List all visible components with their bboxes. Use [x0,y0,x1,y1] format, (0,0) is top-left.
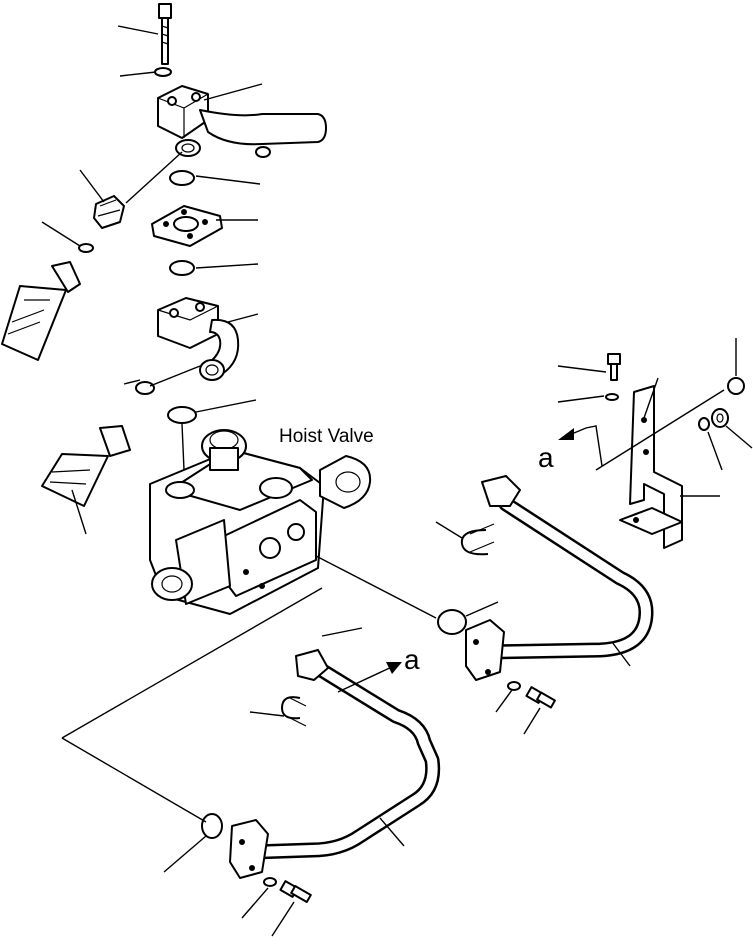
bracket-washer [605,393,619,401]
bracket-nut-washer [698,377,745,431]
upper-pipe [465,475,654,681]
leader-lines [41,25,753,937]
assembly-lines [61,151,437,823]
hoist-valve-body [149,429,372,615]
lower-u-clamp [281,696,307,727]
flange-plate [151,205,223,247]
flange-o-ring-upper [437,609,467,635]
upper-elbow-fitting [157,85,327,158]
lower-pipe [229,649,441,879]
reference-label-lower: a [404,644,420,675]
top-washer [154,67,172,77]
flange-o-ring-lower [201,813,223,839]
lower-reference-arrow [337,662,402,693]
lower-pipe-washer [263,877,277,887]
lower-hose-end [41,425,131,507]
upper-reference-arrow [558,425,603,467]
upper-pipe-bolt [525,686,556,709]
o-ring-4 [167,406,197,424]
o-ring-3 [135,381,155,395]
bracket-axis-line [595,389,725,471]
upper-pipe-washer [507,681,521,691]
hoist-valve-label: Hoist Valve [279,426,374,447]
lower-elbow-fitting [157,297,240,381]
small-o-ring [78,243,94,253]
o-ring-1 [169,170,195,186]
lower-pipe-bolt [279,880,312,903]
reference-label-upper: a [538,442,554,473]
upper-hose-end [1,261,81,361]
mounting-bracket [619,385,683,549]
o-ring-2 [169,260,195,276]
bracket-bolt [607,353,621,381]
top-bolt [158,3,172,65]
upper-u-clamp [460,523,495,556]
adapter-fitting [93,195,125,229]
